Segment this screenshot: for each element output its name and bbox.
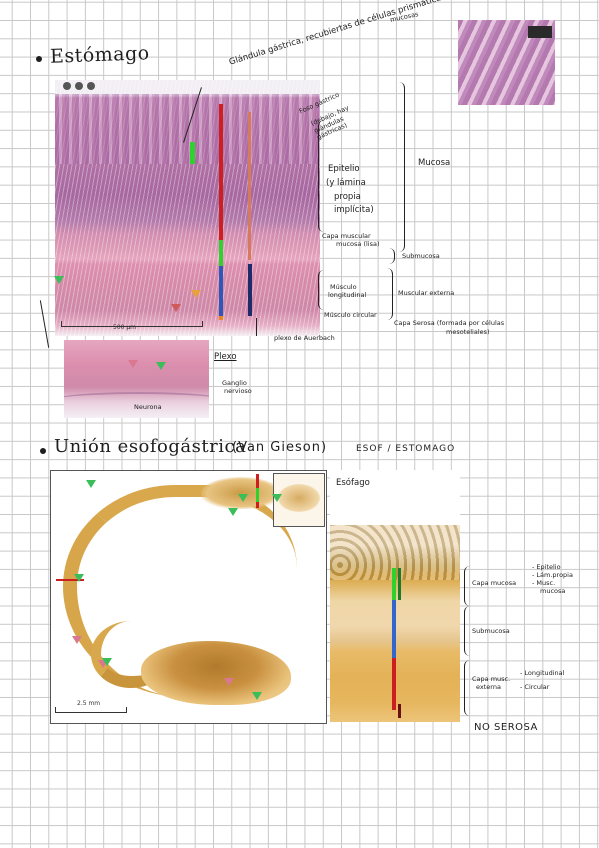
brace-submucosa	[388, 248, 395, 264]
label-mucosa: Mucosa	[418, 158, 451, 168]
header-esof-estomago: ESOF / ESTOMAGO	[356, 444, 456, 454]
vg-arrow-8	[102, 658, 112, 666]
plexus-wave	[64, 392, 209, 408]
bar-mucosa-red	[219, 104, 223, 242]
label-submucosa-eso: Submucosa	[472, 627, 510, 635]
section-title-union: Unión esofogástrica	[54, 436, 247, 457]
vg-arrow-3	[272, 494, 282, 502]
vg-arrow-10	[252, 692, 262, 700]
eso-bar-darkred	[398, 704, 401, 718]
label-capa-serosa-1: Capa Serosa (formada por células	[394, 319, 505, 327]
vg-scale-bar	[55, 707, 127, 713]
histology-plexus-inset	[64, 340, 209, 418]
brace-epitelio	[318, 120, 325, 232]
eso-bar-red	[392, 658, 396, 710]
label-capa-muscular-mucosa-1: Capa muscular	[322, 232, 371, 240]
arrow-red-plexus	[171, 304, 181, 312]
section-title-estomago: Estómago	[49, 42, 150, 68]
bar-muscularis-mucosae-green	[219, 240, 223, 267]
label-capa-mucosa: Capa mucosa	[472, 579, 517, 587]
bar-green-gland	[190, 142, 195, 164]
vg-arrow-2	[238, 494, 248, 502]
viewer-toolbar	[63, 82, 95, 90]
label-ganglio-2: nervioso	[224, 387, 252, 395]
histology-inset-gastric-pits	[458, 20, 555, 105]
label-musculo-longitudinal-2: longitudinal	[328, 291, 367, 299]
label-capa-musc-externa-2: externa	[476, 683, 501, 691]
pointer-plexo-inset	[39, 300, 50, 348]
label-glandula-gastrica: Glándula gástrica, recubiertas de célula…	[228, 0, 447, 68]
label-submucosa: Submucosa	[402, 252, 440, 260]
stomach-mass	[141, 641, 291, 705]
label-longitudinal: - Longitudinal	[520, 669, 565, 677]
junction-inset-box	[273, 473, 325, 527]
label-neurona: Neurona	[134, 403, 162, 411]
label-lam-propia: - Lám.propia	[532, 571, 573, 579]
histology-vangieson-overview: 2.5 mm	[50, 470, 327, 724]
brace-muscular-externa	[384, 268, 393, 320]
inset-black-mark	[528, 26, 552, 38]
label-capa-muscular-mucosa-2: mucosa (lisa)	[336, 240, 380, 248]
arrow-green-serosa	[54, 276, 64, 284]
label-epitelio-3: propia	[334, 192, 361, 202]
label-musculo-longitudinal-1: Músculo	[330, 283, 357, 291]
arrow-orange-plexus	[191, 290, 201, 298]
vg-arrow-6	[72, 636, 82, 644]
brace-capa-musc-externa	[464, 660, 470, 716]
arrow-green-ganglion	[156, 362, 166, 370]
vg-arrow-9	[224, 678, 234, 686]
bar-muscle-navy	[248, 264, 252, 316]
brace-submucosa-eso	[464, 606, 470, 656]
eso-bar-darkgreen	[398, 568, 401, 600]
brace-mucosa	[392, 82, 405, 252]
bar-serosa-orange	[219, 316, 223, 320]
eso-bar-green	[392, 568, 396, 600]
histology-stomach-he: 500 µm	[55, 80, 320, 336]
label-epitelio-4: implícita)	[334, 205, 374, 215]
label-esofago: Esófago	[336, 478, 370, 488]
section-title-stain: (Van Gieson)	[232, 440, 328, 455]
esophageal-tissue	[201, 477, 281, 509]
label-musc-mucosa-2: mucosa	[540, 587, 566, 595]
label-capa-serosa-2: mesoteliales)	[446, 328, 490, 336]
toolbar-dot-3	[87, 82, 95, 90]
arrow-pink-neuron	[128, 360, 138, 368]
brace-musculo-longitudinal	[318, 270, 324, 310]
bar-foso-salmon	[248, 112, 251, 260]
junction-tissue	[278, 484, 320, 512]
scale-bar-label: 500 µm	[113, 324, 137, 331]
vg-arrow-5	[74, 574, 84, 582]
label-plexo: Plexo	[214, 352, 237, 362]
brace-capa-mucosa	[464, 566, 470, 606]
label-no-serosa: NO SEROSA	[474, 722, 538, 733]
vg-arrow-4	[228, 508, 238, 516]
label-musculo-circular: Músculo circular	[324, 311, 377, 319]
label-epitelio-eso: - Epitelio	[532, 563, 561, 571]
label-musc-mucosa-1: - Musc.	[532, 579, 556, 587]
label-epitelio-2: (y lámina	[326, 178, 366, 188]
label-epitelio-1: Epitelio	[328, 164, 360, 174]
label-circular: - Circular	[520, 683, 550, 691]
toolbar-dot-1	[63, 82, 71, 90]
bullet-union	[40, 448, 46, 454]
label-ganglio-1: Ganglio	[222, 379, 247, 387]
bar-submucosa-blue	[219, 266, 223, 318]
label-capa-musc-externa-1: Capa musc.	[472, 675, 511, 683]
toolbar-dot-2	[75, 82, 83, 90]
vg-scale-label: 2.5 mm	[77, 700, 101, 707]
pointer-auerbach	[256, 318, 258, 336]
vg-arrow-1	[86, 480, 96, 488]
bullet-estomago	[36, 56, 42, 62]
scale-bar	[61, 321, 203, 327]
label-muscular-externa: Muscular externa	[398, 289, 455, 297]
vg-bar-red-side	[56, 579, 84, 581]
label-plexo-auerbach: plexo de Auerbach	[274, 334, 335, 342]
vg-bar-green-top	[256, 488, 259, 502]
eso-bar-blue	[392, 600, 396, 658]
